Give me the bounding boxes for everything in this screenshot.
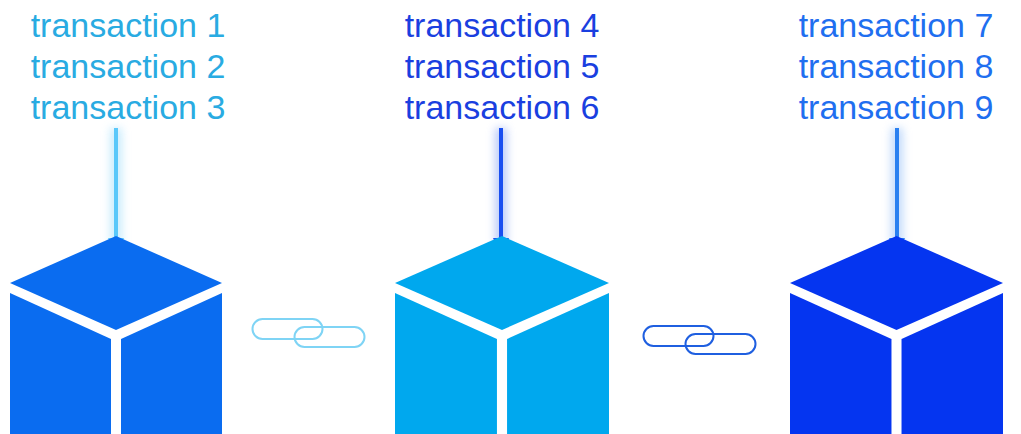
- feed-arrow: [493, 128, 509, 254]
- transaction-label: transaction 9: [799, 87, 994, 128]
- transaction-label: transaction 4: [405, 5, 600, 46]
- transaction-list: transaction 7transaction 8transaction 9: [799, 5, 994, 128]
- transaction-label: transaction 1: [31, 5, 226, 46]
- cube-shape: [395, 236, 609, 434]
- transaction-label: transaction 2: [31, 46, 226, 87]
- chain-link: [644, 326, 756, 354]
- block-cube: transaction 1transaction 2transaction 3: [10, 236, 222, 434]
- transaction-label: transaction 8: [799, 46, 994, 87]
- cube-shape: [10, 236, 222, 434]
- feed-arrow: [108, 128, 124, 254]
- transaction-list: transaction 4transaction 5transaction 6: [405, 5, 600, 128]
- transaction-label: transaction 3: [31, 87, 226, 128]
- block-cube: transaction 4transaction 5transaction 6: [395, 236, 609, 434]
- chain-link: [253, 319, 365, 347]
- cube-shape: [790, 236, 1003, 434]
- block-cube: transaction 7transaction 8transaction 9: [790, 236, 1003, 434]
- transaction-list: transaction 1transaction 2transaction 3: [31, 5, 226, 128]
- transaction-label: transaction 5: [405, 46, 600, 87]
- transaction-label: transaction 6: [405, 87, 600, 128]
- transaction-label: transaction 7: [799, 5, 994, 46]
- feed-arrow: [889, 128, 905, 254]
